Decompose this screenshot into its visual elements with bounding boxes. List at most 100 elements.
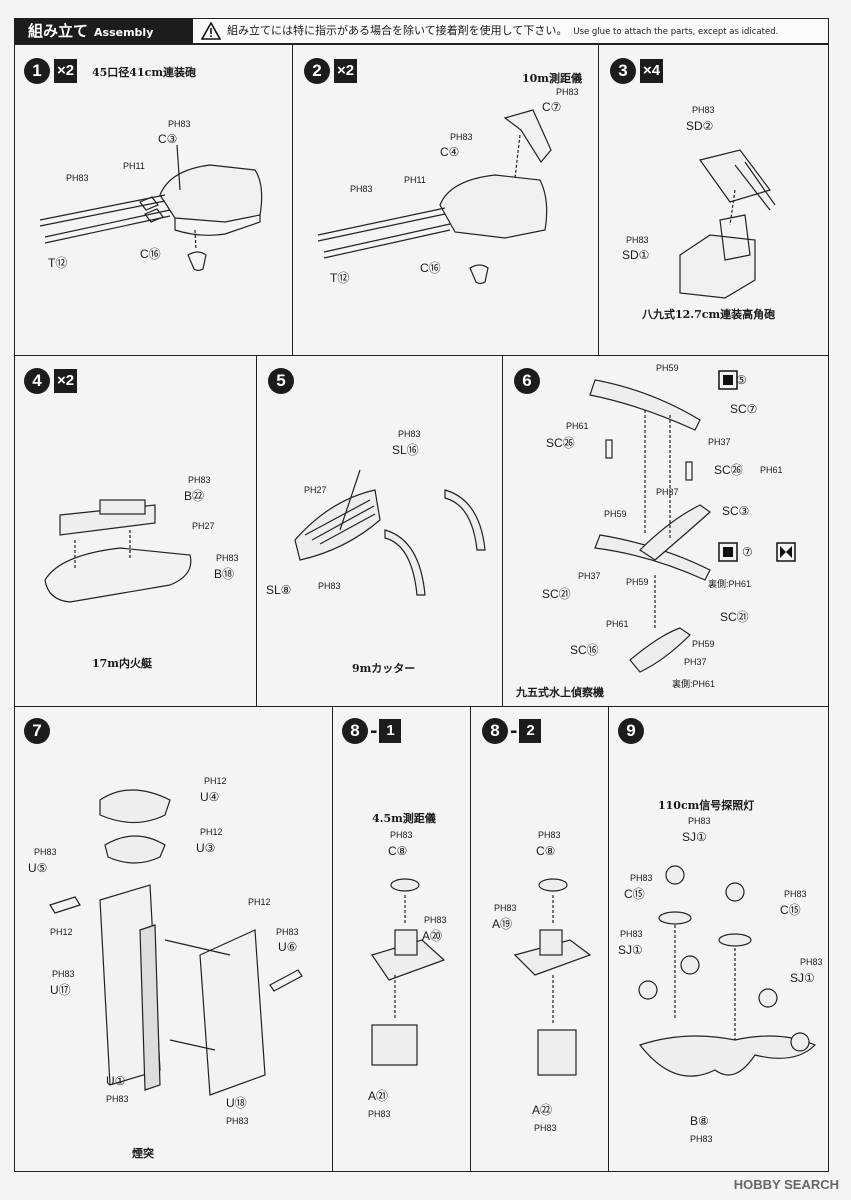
part-label: C⑧ — [388, 844, 408, 858]
part-label: PH83 — [630, 873, 653, 883]
part-label: PH59 — [656, 363, 679, 373]
part-label: B⑧ — [690, 1114, 709, 1128]
part-label: A⑲ — [492, 917, 513, 931]
assembly-title-en: Assembly — [94, 26, 154, 39]
part-label: SC⑯ — [570, 643, 599, 657]
part-label: SC③ — [722, 504, 750, 518]
part-label: B⑱ — [214, 567, 235, 581]
part-label: U④ — [200, 790, 220, 804]
part-label: SC㉑ — [720, 610, 749, 624]
step-5-caption: 9mカッター — [352, 662, 416, 675]
col-divider — [502, 355, 503, 706]
part-label: PH83 — [690, 1134, 713, 1144]
part-label: U⑥ — [278, 940, 298, 954]
part-label: U① — [106, 1074, 126, 1088]
part-label: PH83 — [424, 915, 447, 925]
part-label: PH83 — [368, 1109, 391, 1119]
part-label: PH83 — [398, 429, 421, 439]
part-label: PH59 — [626, 577, 649, 587]
part-label: PH12 — [248, 897, 271, 907]
part-label: SC㉑ — [542, 587, 571, 601]
part-label: SJ① — [682, 830, 707, 844]
part-label: PH83 — [216, 553, 239, 563]
col-divider — [256, 355, 257, 706]
part-label: 裏側:PH61 — [708, 579, 752, 589]
part-label: U⑰ — [50, 983, 71, 997]
part-label: PH83 — [66, 173, 89, 183]
part-label: PH83 — [556, 87, 579, 97]
part-label: SD② — [686, 119, 714, 133]
part-label: PH83 — [534, 1123, 557, 1133]
part-label: PH83 — [450, 132, 473, 142]
part-label: PH27 — [192, 521, 215, 531]
part-label: PH37 — [656, 487, 679, 497]
part-label: PH83 — [800, 957, 823, 967]
part-label: PH37 — [708, 437, 731, 447]
part-label: U③ — [196, 841, 216, 855]
part-label: PH83 — [626, 235, 649, 245]
rangefinder-drawing-8-1 — [371, 878, 446, 1066]
part-label: C⑯ — [420, 261, 441, 275]
part-label: PH83 — [168, 119, 191, 129]
part-label: C⑧ — [536, 844, 556, 858]
part-label: PH12 — [204, 776, 227, 786]
part-label: PH83 — [692, 105, 715, 115]
col-divider — [292, 44, 293, 355]
step-8-1-caption: 4.5m測距儀 — [372, 812, 436, 825]
step-8-2-number: 8-2 — [482, 718, 542, 744]
part-label: SL⑯ — [392, 443, 419, 457]
part-label: SD① — [622, 248, 650, 262]
part-label: T⑫ — [330, 271, 350, 285]
part-label: PH83 — [318, 581, 341, 591]
step-9-number: 9 — [618, 718, 644, 744]
cutter-drawing — [294, 469, 486, 596]
part-label: PH11 — [123, 161, 145, 171]
step-2-caption: 10m測距儀 — [522, 72, 582, 85]
part-label: PH59 — [692, 639, 715, 649]
part-label: PH83 — [494, 903, 517, 913]
part-label: SJ① — [618, 943, 643, 957]
part-label: C⑦ — [542, 100, 562, 114]
part-label: PH83 — [350, 184, 373, 194]
turret-drawing-step2 — [317, 109, 552, 285]
part-label: PH83 — [34, 847, 57, 857]
step-1-number: 1×2 — [24, 58, 78, 84]
step-6-caption: 九五式水上偵察機 — [516, 686, 604, 699]
part-label: SC㉖ — [546, 436, 575, 450]
step-4-caption: 17m内火艇 — [92, 657, 152, 670]
part-label: PH83 — [276, 927, 299, 937]
part-label: PH83 — [688, 816, 711, 826]
part-label: C⑮ — [780, 903, 801, 917]
row-divider-2 — [14, 706, 829, 707]
part-label: ⑦ — [742, 545, 753, 559]
step-3-caption: 八九式12.7cm連装高角砲 — [642, 308, 776, 321]
part-label: PH83 — [226, 1116, 249, 1126]
part-label: SJ① — [790, 971, 815, 985]
part-label: 裏側:PH61 — [672, 679, 716, 689]
part-label: A㉑ — [368, 1089, 389, 1103]
glue-notice-jp: 組み立てには特に指示がある場合を除いて接着剤を使用して下さい。 — [227, 24, 568, 37]
seaplane-drawing — [589, 379, 711, 673]
glue-notice-en: Use glue to attach the parts, except as … — [573, 27, 779, 37]
step-4-number: 4×2 — [24, 368, 78, 394]
part-label: C③ — [158, 132, 178, 146]
part-label: PH27 — [304, 485, 327, 495]
searchlight-drawing — [638, 865, 817, 1077]
part-label: PH12 — [50, 927, 73, 937]
part-label: PH12 — [200, 827, 223, 837]
glue-notice: 組み立てには特に指示がある場合を除いて接着剤を使用して下さい。 Use glue … — [192, 18, 829, 44]
step-2-number: 2×2 — [304, 58, 358, 84]
decal-icon — [718, 370, 738, 390]
part-label: PH83 — [106, 1094, 129, 1104]
part-label: PH61 — [760, 465, 783, 475]
step-7-caption: 煙突 — [132, 1147, 154, 1160]
part-label: ⑤ — [736, 373, 747, 387]
part-label: PH83 — [538, 830, 561, 840]
aa-gun-drawing-step3 — [679, 149, 776, 299]
part-label: SC㉖ — [714, 463, 743, 477]
rangefinder-drawing-8-2 — [513, 878, 592, 1076]
part-label: PH11 — [404, 175, 426, 185]
part-label: SL⑧ — [266, 583, 292, 597]
flag-icon — [776, 542, 796, 562]
